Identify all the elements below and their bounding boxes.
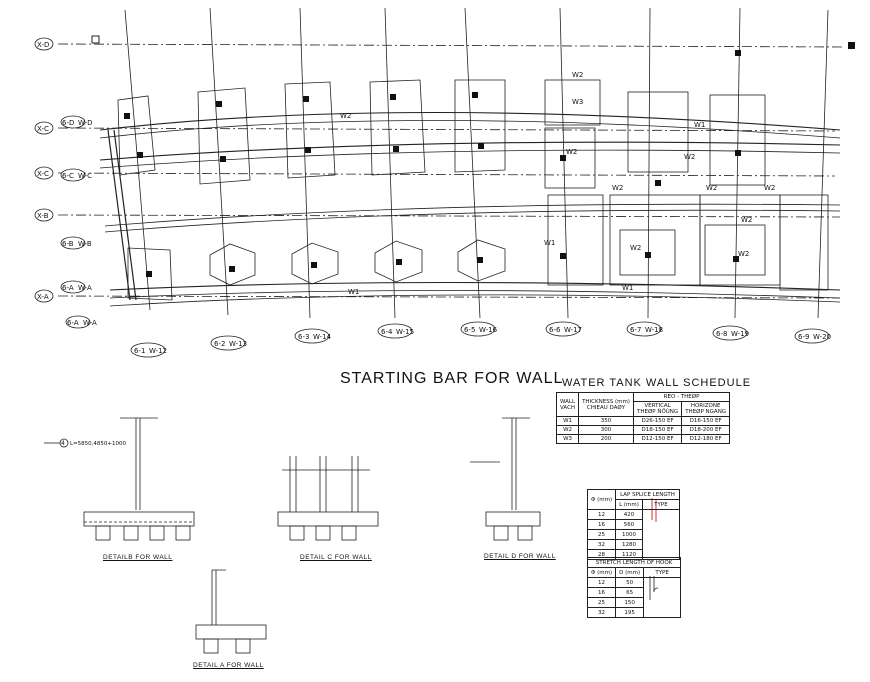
detail-d-caption: DETAIL D FOR WALL [484,553,556,560]
bottom-label: W-17 [564,326,582,334]
left-w-label: W-A [83,319,97,327]
left-w-label: W-B [78,240,92,248]
bottom-label: 6-9 [798,333,809,341]
grid-row-label: X-D [37,41,49,49]
wall-tag: W3 [572,98,583,106]
col-thickness: THICKNESS (mm)CHIEAU DAØY [578,392,634,417]
bottom-label: 6-1 [134,347,145,355]
bottom-label: W-20 [813,333,831,341]
bottom-label: W-16 [479,326,498,334]
wall-tag: W2 [340,112,351,120]
bottom-label: 6-6 [549,326,561,334]
wall-tag: W1 [348,288,359,296]
left-w-label: W-C [78,172,92,180]
detail-a-caption: DETAIL A FOR WALL [193,662,264,669]
wall-tag: W2 [566,148,577,156]
schedule-title: WATER TANK WALL SCHEDULE [562,377,752,389]
wall-tag: W1 [544,239,555,247]
wall-tag: W2 [630,244,641,252]
wall-tag: W2 [706,184,717,192]
wall-tag: W2 [684,153,695,161]
grid-row-label: X-B [37,212,49,220]
wall-tag: W2 [572,71,583,79]
left-w-label: W-A [78,284,92,292]
left-label: 6-A [67,319,79,327]
wall-tag: W1 [694,121,705,129]
detail-b-marker: 4 [61,440,65,447]
wall-tag: W2 [741,216,752,224]
grid-row-label: X-C [37,170,49,178]
bottom-label: 6-3 [298,333,309,341]
bottom-label: 6-4 [381,328,393,336]
bottom-label: W-12 [149,347,167,355]
bottom-label: 6-8 [716,330,727,338]
wall-tag: W2 [612,184,623,192]
left-label: 6-D [62,119,74,127]
left-label: 6-B [62,240,74,248]
left-label: 6-C [62,172,74,180]
col-reo: REO - THEØP [632,392,731,402]
main-title: STARTING BAR FOR WALL [340,370,564,387]
bottom-label: W-18 [645,326,663,334]
left-w-label: W-D [78,119,93,127]
grid-row-label: X-C [37,125,49,133]
grid-row-label: X-A [37,293,49,301]
wall-tag: W2 [738,250,749,258]
bottom-label: W-15 [396,328,414,336]
bottom-label: W-13 [229,340,247,348]
bottom-label: W-14 [313,333,332,341]
wall-tag: W2 [764,184,775,192]
detail-b-caption: DETAILB FOR WALL [103,554,173,561]
bottom-label: 6-2 [214,340,225,348]
bottom-label: W-19 [731,330,749,338]
detail-b-note: L=5850,4850+1000 [70,441,127,447]
left-label: 6-A [62,284,74,292]
bottom-label: 6-5 [464,326,475,334]
detail-c-caption: DETAIL C FOR WALL [300,554,372,561]
wall-tag: W1 [622,284,633,292]
hook-length-table: STRETCH LENGTH OF HOOK Φ (mm)D (mm)TYPE … [586,557,682,618]
bottom-label: 6-7 [630,326,641,334]
